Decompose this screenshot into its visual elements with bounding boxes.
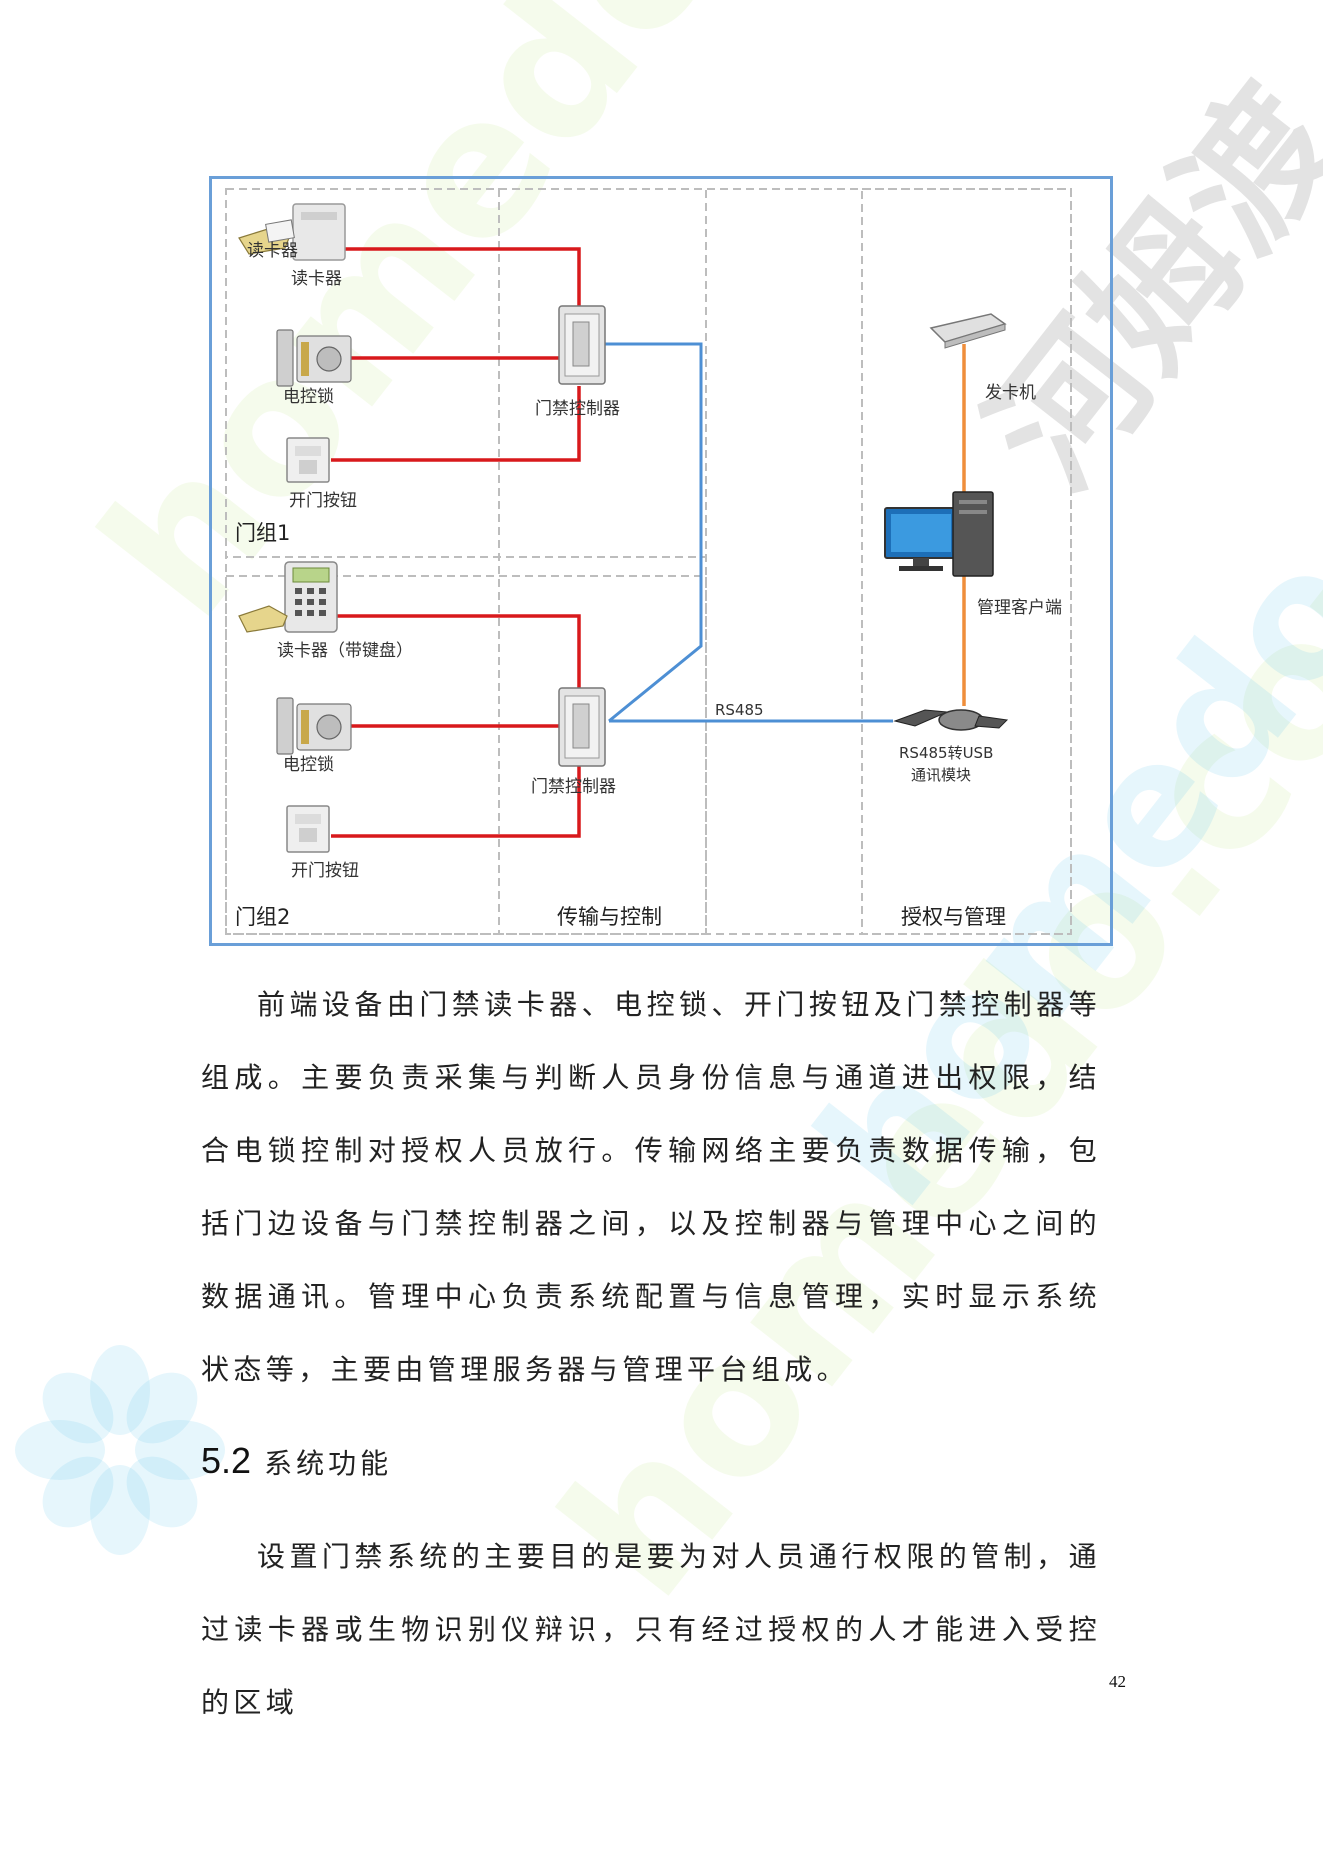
- paragraph-front-end-description: 前端设备由门禁读卡器、电控锁、开门按钮及门禁控制器等组成。主要负责采集与判断人员…: [201, 988, 1101, 1386]
- red-wires-group-1: [331, 247, 581, 462]
- card-reader-icon: [238, 203, 346, 261]
- label-card-issuer: 发卡机: [985, 383, 1036, 403]
- rs485-usb-converter-icon: [893, 709, 1009, 731]
- label-electric-lock-1: 电控锁: [283, 387, 334, 407]
- label-transmission: 传输与控制: [557, 905, 662, 929]
- blue-wires: [605, 342, 893, 723]
- section-heading: 5.2 系统功能: [201, 1440, 392, 1490]
- dashed-regions: [225, 188, 1072, 935]
- management-region: [861, 188, 1072, 935]
- door-group-2-region: [225, 575, 707, 935]
- label-door-group-1: 门组1: [235, 521, 290, 545]
- section-number: 5.2: [201, 1440, 252, 1481]
- wire-reader-1: [345, 247, 581, 306]
- label-keypad-card-reader: 读卡器（带键盘）: [277, 641, 413, 661]
- label-exit-button-2: 开门按钮: [291, 861, 359, 881]
- wire-controller-link: [605, 342, 703, 723]
- card-issuer-icon: [929, 313, 1007, 349]
- label-card-reader-1-visible: 读卡器: [291, 269, 342, 289]
- wire-button-1: [331, 386, 581, 462]
- access-controller-icon: [558, 687, 606, 767]
- paragraph-system-function: 设置门禁系统的主要目的是要为对人员通行权限的管制，通过读卡器或生物识别仪辩识，只…: [201, 1540, 1101, 1719]
- label-controller-top: 门禁控制器: [535, 399, 620, 419]
- label-electric-lock-2: 电控锁: [283, 755, 334, 775]
- wire-button-2: [331, 766, 581, 838]
- keypad-card-reader-icon: [238, 561, 338, 633]
- exit-button-icon: [286, 437, 330, 483]
- exit-button-icon: [286, 805, 330, 853]
- transmission-region: [498, 188, 1072, 935]
- red-wires-group-2: [331, 614, 581, 838]
- page-number: 42: [1109, 1672, 1126, 1691]
- label-exit-button-1: 开门按钮: [289, 491, 357, 511]
- section-title: 系统功能: [264, 1447, 393, 1480]
- label-management-client: 管理客户端: [977, 598, 1062, 618]
- label-door-group-2: 门组2: [235, 905, 290, 929]
- label-management: 授权与管理: [901, 905, 1006, 929]
- label-rs485: RS485: [715, 701, 764, 719]
- access-controller-icon: [558, 305, 606, 385]
- label-controller-bottom: 门禁控制器: [531, 777, 616, 797]
- system-diagram-frame: [209, 176, 1113, 946]
- label-converter-line2: 通讯模块: [911, 766, 971, 784]
- label-converter-line1: RS485转USB: [899, 744, 993, 762]
- electric-lock-icon: [276, 329, 352, 387]
- door-group-1-region: [225, 188, 707, 558]
- wire-reader-2: [337, 614, 581, 688]
- management-client-computer-icon: [884, 491, 994, 577]
- label-card-reader-1: 读卡器: [247, 241, 298, 261]
- access-control-system-diagram: 读卡器 读卡器 读卡器 电控锁 开门按钮 门组1 读卡器（带键盘） 电控锁 开门…: [225, 188, 1072, 935]
- electric-lock-icon: [276, 697, 352, 755]
